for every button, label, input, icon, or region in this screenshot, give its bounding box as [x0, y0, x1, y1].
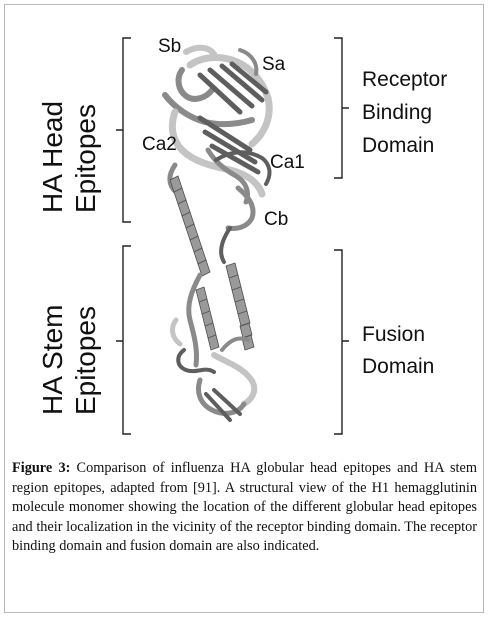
epitope-sb-label: Sb	[158, 36, 181, 57]
receptor-label-line1: Receptor	[362, 68, 447, 91]
right-bracket-fusion	[334, 249, 349, 435]
receptor-label-line3: Domain	[362, 134, 434, 157]
caption-text: Comparison of influenza HA globular head…	[12, 460, 477, 555]
caption-label: Figure 3:	[12, 460, 71, 476]
epitope-sa-label: Sa	[262, 54, 286, 75]
ha-head-label-line2: Epitopes	[70, 104, 101, 213]
receptor-label-line2: Binding	[362, 101, 432, 124]
left-bracket-head	[116, 37, 131, 223]
figure-illustration: HA Head Epitopes HA Stem Epitopes Recept…	[37, 36, 447, 435]
epitope-cb-label: Cb	[264, 209, 288, 230]
left-bracket-stem	[116, 245, 131, 435]
epitope-ca1-label: Ca1	[270, 152, 305, 173]
epitope-ca2-label: Ca2	[142, 134, 177, 155]
ha-stem-label-line2: Epitopes	[70, 306, 101, 415]
figure-caption: Figure 3: Comparison of influenza HA glo…	[12, 459, 477, 557]
ha-head-label-line1: HA Head	[37, 101, 68, 213]
ha-stem-label-line1: HA Stem	[37, 305, 68, 415]
hemagglutinin-ribbon-structure	[162, 44, 273, 422]
fusion-label-line1: Fusion	[362, 323, 425, 346]
fusion-label-line2: Domain	[362, 355, 434, 378]
right-bracket-receptor	[334, 37, 349, 179]
